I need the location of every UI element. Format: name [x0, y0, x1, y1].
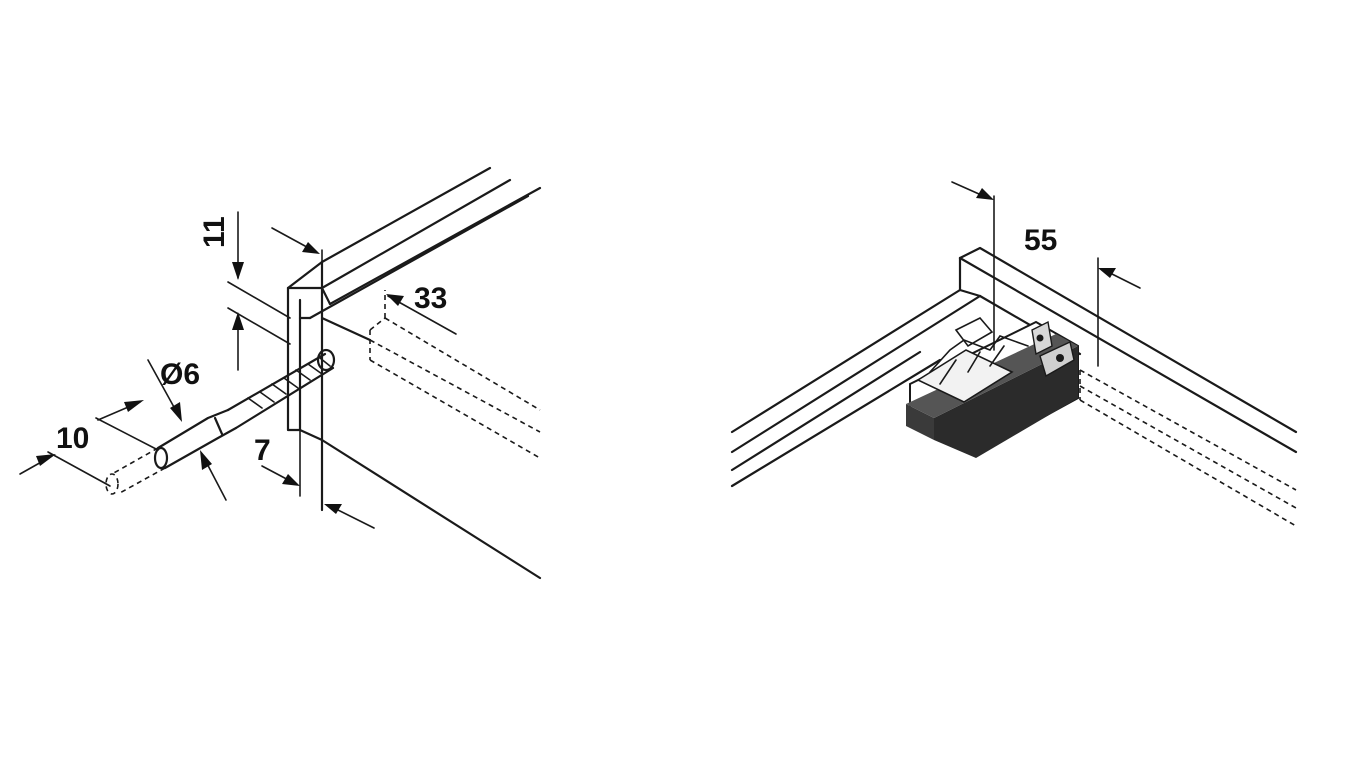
dimension-7: 7: [254, 429, 375, 529]
dowel-hole-dashed: [105, 447, 166, 495]
dimension-55: 55: [951, 181, 1141, 367]
dashed-groove-right: [1079, 369, 1297, 527]
dimension-11: 11: [198, 211, 291, 371]
dashed-groove: [369, 290, 541, 459]
drawer-side-top: [298, 166, 542, 320]
label-diameter-6: Ø6: [160, 358, 200, 391]
drill-bit: [153, 348, 336, 470]
dimension-33: 33: [386, 282, 457, 335]
dimension-panel-thickness: [271, 227, 323, 263]
label-7: 7: [254, 434, 271, 467]
drawer-bottom: [298, 316, 542, 580]
label-10: 10: [56, 422, 89, 455]
right-figure-mounted: 55: [730, 181, 1298, 527]
dimension-diameter-6: Ø6: [147, 358, 227, 501]
label-33: 33: [414, 282, 447, 315]
dimension-10: 10: [19, 400, 159, 487]
left-figure-drilling: 11 33 Ø6 10: [19, 166, 542, 580]
label-55: 55: [1024, 224, 1057, 257]
clip-mechanism: [906, 317, 1079, 458]
label-11: 11: [198, 216, 231, 248]
left-side-rail: [730, 288, 982, 488]
